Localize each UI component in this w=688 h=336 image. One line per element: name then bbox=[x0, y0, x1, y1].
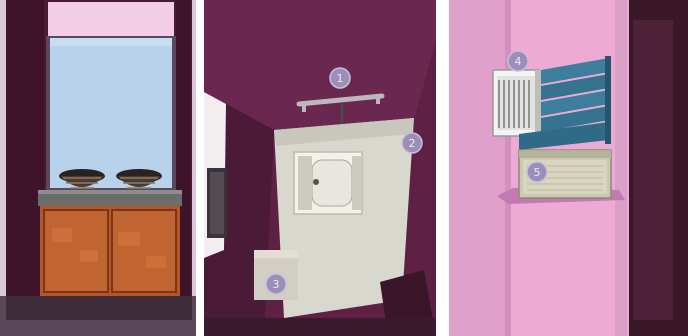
marker-5: 5 bbox=[527, 162, 547, 182]
svg-text:5: 5 bbox=[534, 166, 541, 179]
ceiling bbox=[204, 0, 436, 130]
squat-toilet bbox=[294, 152, 362, 214]
toilet-illustration: 1 2 3 bbox=[204, 0, 436, 336]
svg-text:2: 2 bbox=[409, 137, 416, 150]
washbasin-illustration bbox=[0, 0, 196, 336]
wall-panel: 4 5 bbox=[449, 0, 688, 336]
ceiling-strip bbox=[48, 2, 174, 36]
svg-text:4: 4 bbox=[515, 55, 522, 68]
wall-illustration: 4 5 bbox=[449, 0, 688, 336]
left-wall bbox=[6, 0, 44, 300]
exhaust-fan bbox=[493, 70, 541, 136]
marker-1: 1 bbox=[330, 68, 350, 88]
marker-4: 4 bbox=[508, 51, 528, 71]
marker-2: 2 bbox=[402, 133, 422, 153]
svg-text:3: 3 bbox=[273, 278, 280, 291]
washbasin-panel bbox=[0, 0, 196, 336]
marker-3: 3 bbox=[266, 274, 286, 294]
toilet-panel: 1 2 3 bbox=[204, 0, 436, 336]
svg-text:1: 1 bbox=[337, 72, 344, 85]
window bbox=[50, 38, 172, 188]
